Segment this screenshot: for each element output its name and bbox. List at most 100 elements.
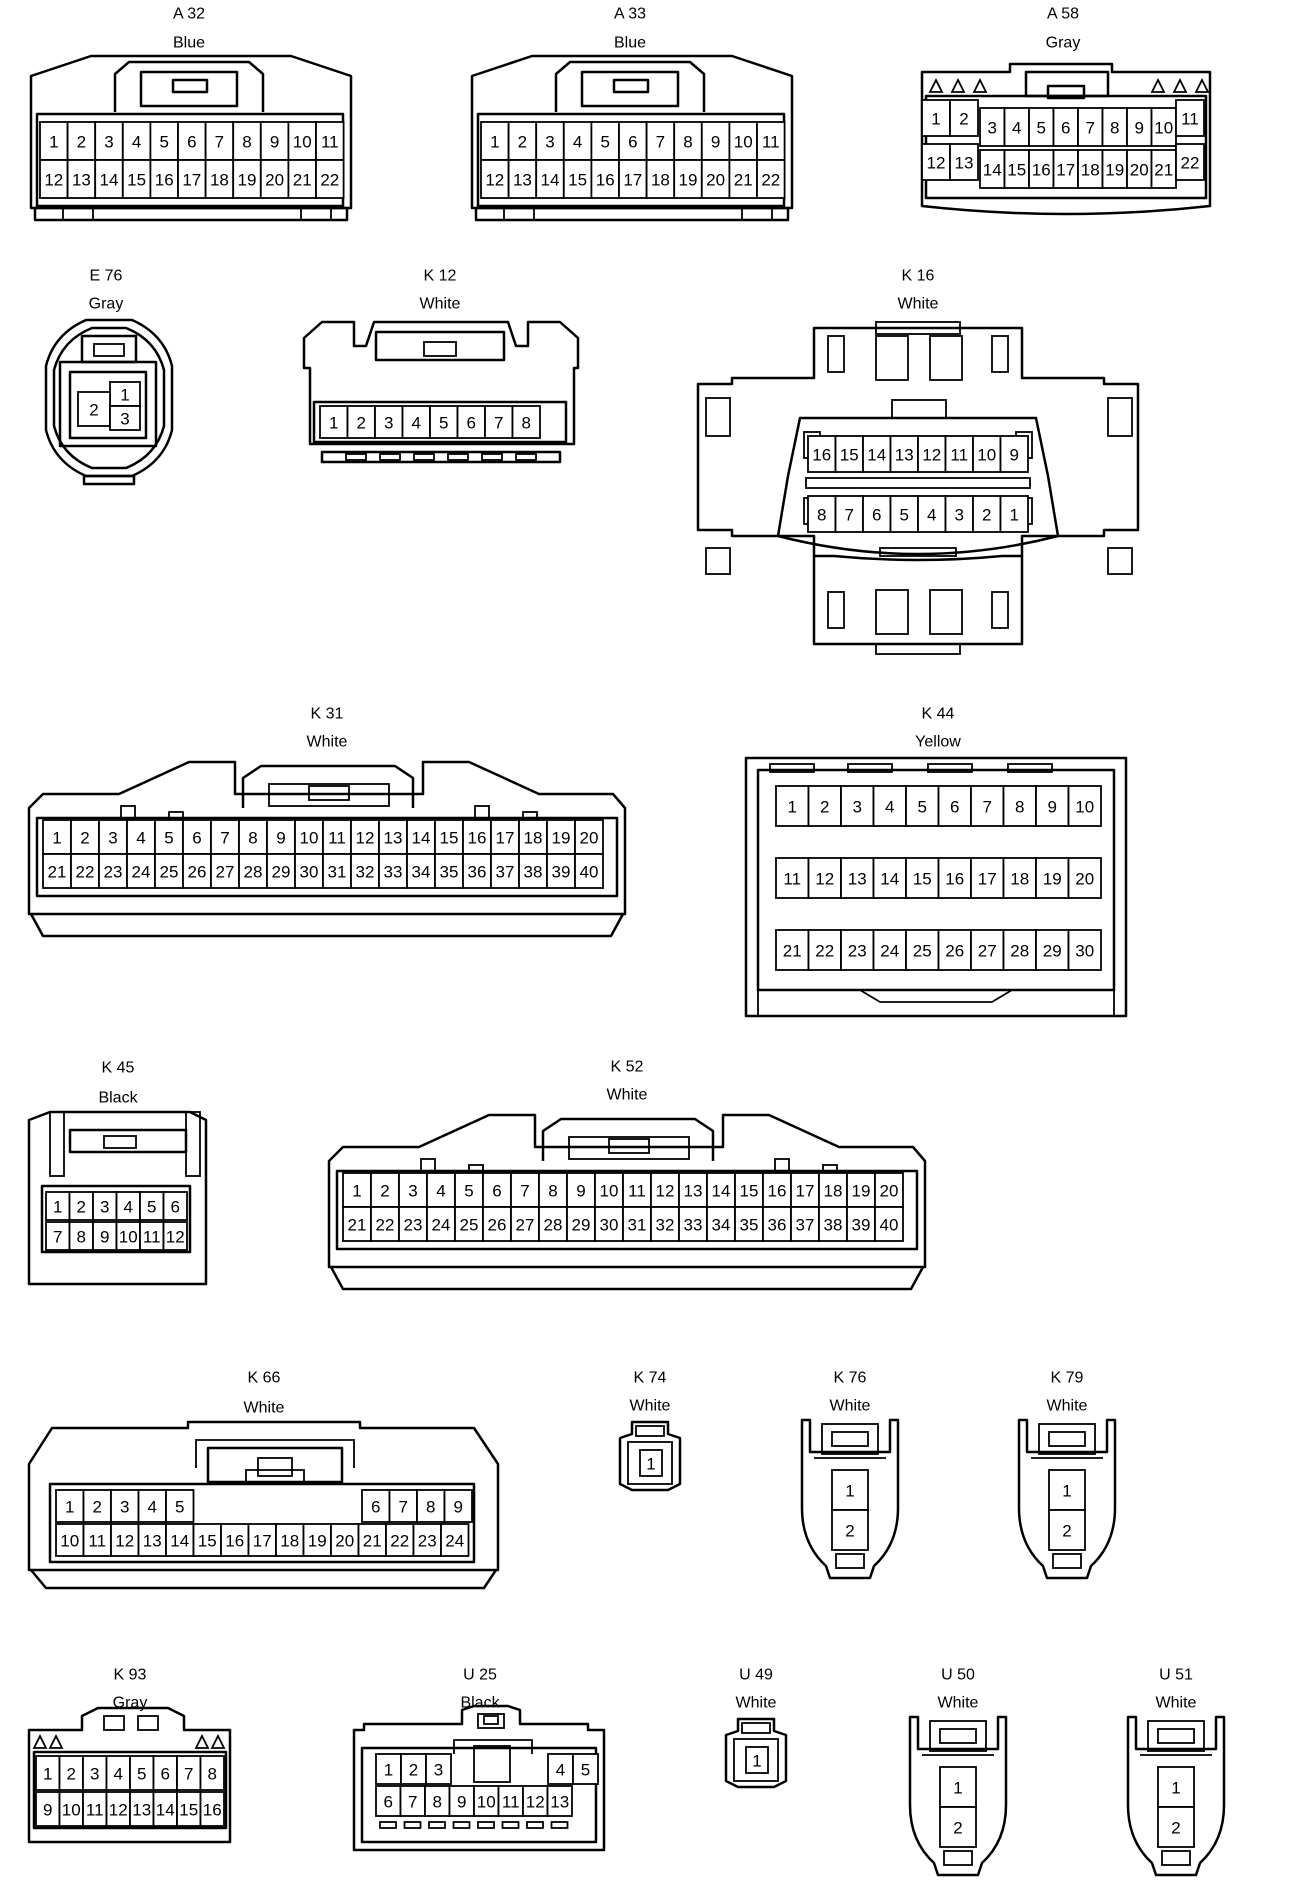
pin-cell: 18 — [1077, 149, 1104, 189]
pin-number: 16 — [596, 171, 615, 190]
pin-number: 12 — [109, 1801, 128, 1820]
pin-cell: 14 — [872, 857, 907, 899]
pin-cell: 13 — [129, 1791, 155, 1827]
pin-cell: 11 — [622, 1172, 652, 1208]
pin-number: 12 — [922, 446, 941, 465]
pin-number: 10 — [60, 1532, 79, 1551]
pin-number: 13 — [72, 171, 91, 190]
pin-number: 11 — [1181, 110, 1199, 129]
pin-cell: 5 — [429, 405, 459, 439]
pin-number: 18 — [651, 171, 670, 190]
connector-code: K 31 — [311, 706, 344, 723]
pin-number: 5 — [464, 1182, 473, 1201]
pin-cell: 39 — [846, 1206, 876, 1242]
pin-cell: 17 — [247, 1523, 277, 1557]
pin-cell: 1 — [831, 1469, 869, 1511]
pin-cell: 14 — [165, 1523, 195, 1557]
pin-number: 9 — [1048, 798, 1057, 817]
pin-number: 5 — [175, 1498, 184, 1517]
pin-number: 3 — [955, 506, 964, 525]
pin-number: 4 — [412, 414, 421, 433]
pin-number: 14 — [867, 446, 886, 465]
pin-cell: 38 — [818, 1206, 848, 1242]
pin-cell: 9 — [700, 121, 731, 161]
pin-cell: 17 — [970, 857, 1005, 899]
pin-cell: 24 — [440, 1523, 470, 1557]
pin-cell: 25 — [905, 929, 940, 971]
pin-number: 9 — [1010, 446, 1019, 465]
pin-number: 19 — [238, 171, 257, 190]
pin-cell: 6 — [1052, 107, 1079, 147]
pin-cell: 18 — [818, 1172, 848, 1208]
pin-number: 6 — [1061, 119, 1070, 138]
pin-cell: 2 — [77, 391, 111, 427]
pin-number: 1 — [1171, 1779, 1180, 1798]
pin-number: 30 — [1075, 942, 1094, 961]
pin-number: 14 — [170, 1532, 189, 1551]
pin-cell: 19 — [1035, 857, 1070, 899]
pin-cell: 14 — [979, 149, 1006, 189]
pin-number: 11 — [328, 829, 346, 848]
pin-cell: 2 — [346, 405, 376, 439]
pin-number: 20 — [265, 171, 284, 190]
pin-cell: 15 — [121, 159, 152, 199]
pin-cell: 5 — [572, 1753, 599, 1785]
pin-number: 4 — [573, 133, 582, 152]
pin-number: 23 — [104, 863, 123, 882]
pin-number: 2 — [93, 1498, 102, 1517]
pin-number: 19 — [852, 1182, 871, 1201]
pin-number: 25 — [460, 1216, 479, 1235]
pin-number: 1 — [845, 1482, 854, 1501]
pin-number: 6 — [950, 798, 959, 817]
pin-cell: 40 — [874, 1206, 904, 1242]
pin-number: 16 — [225, 1532, 244, 1551]
pin-cell: 19 — [232, 159, 262, 199]
pin-number: 27 — [978, 942, 997, 961]
pin-number: 2 — [845, 1522, 854, 1541]
pin-cell: 14 — [862, 435, 892, 473]
pin-number: 17 — [978, 870, 997, 889]
pin-number: 7 — [845, 506, 854, 525]
pin-number: 3 — [90, 1765, 99, 1784]
pin-cell: 18 — [1002, 857, 1037, 899]
pin-cell: 7 — [388, 1489, 418, 1523]
pin-cell: 4 — [547, 1753, 574, 1785]
pin-number: 15 — [127, 171, 146, 190]
pin-number: 17 — [796, 1182, 815, 1201]
pin-cell: 12 — [162, 1221, 188, 1251]
pin-cell: 7 — [510, 1172, 540, 1208]
pin-cell: 1 — [375, 1753, 402, 1785]
pin-cell: 38 — [518, 853, 548, 889]
pin-number: 18 — [524, 829, 543, 848]
pin-cell: 10 — [1150, 107, 1177, 147]
pin-cell: 15 — [905, 857, 940, 899]
pin-number: 14 — [880, 870, 899, 889]
pin-number: 1 — [931, 110, 940, 129]
pin-cell: 12 — [917, 435, 947, 473]
pin-number: 14 — [712, 1182, 731, 1201]
pin-cell: 1 — [342, 1172, 372, 1208]
pin-number: 13 — [895, 446, 914, 465]
pin-cell: 22 — [385, 1523, 415, 1557]
pin-cell: 33 — [378, 853, 408, 889]
pin-cell: 14 — [535, 159, 565, 199]
pin-cell: 9 — [566, 1172, 596, 1208]
pin-cell: 3 — [979, 107, 1006, 147]
pin-number: 7 — [494, 414, 503, 433]
pin-number: 23 — [418, 1532, 437, 1551]
pin-cell: 8 — [68, 1221, 94, 1251]
pin-cell: 23 — [840, 929, 875, 971]
pin-cell: 40 — [574, 853, 604, 889]
pin-number: 18 — [1081, 161, 1100, 180]
pin-number: 3 — [100, 1198, 109, 1217]
pin-cell: 17 — [490, 819, 520, 855]
pin-cell: 4 — [105, 1755, 131, 1791]
pin-cell: 30 — [594, 1206, 624, 1242]
connector-code: A 33 — [614, 6, 646, 23]
pin-cell: 8 — [511, 405, 541, 439]
